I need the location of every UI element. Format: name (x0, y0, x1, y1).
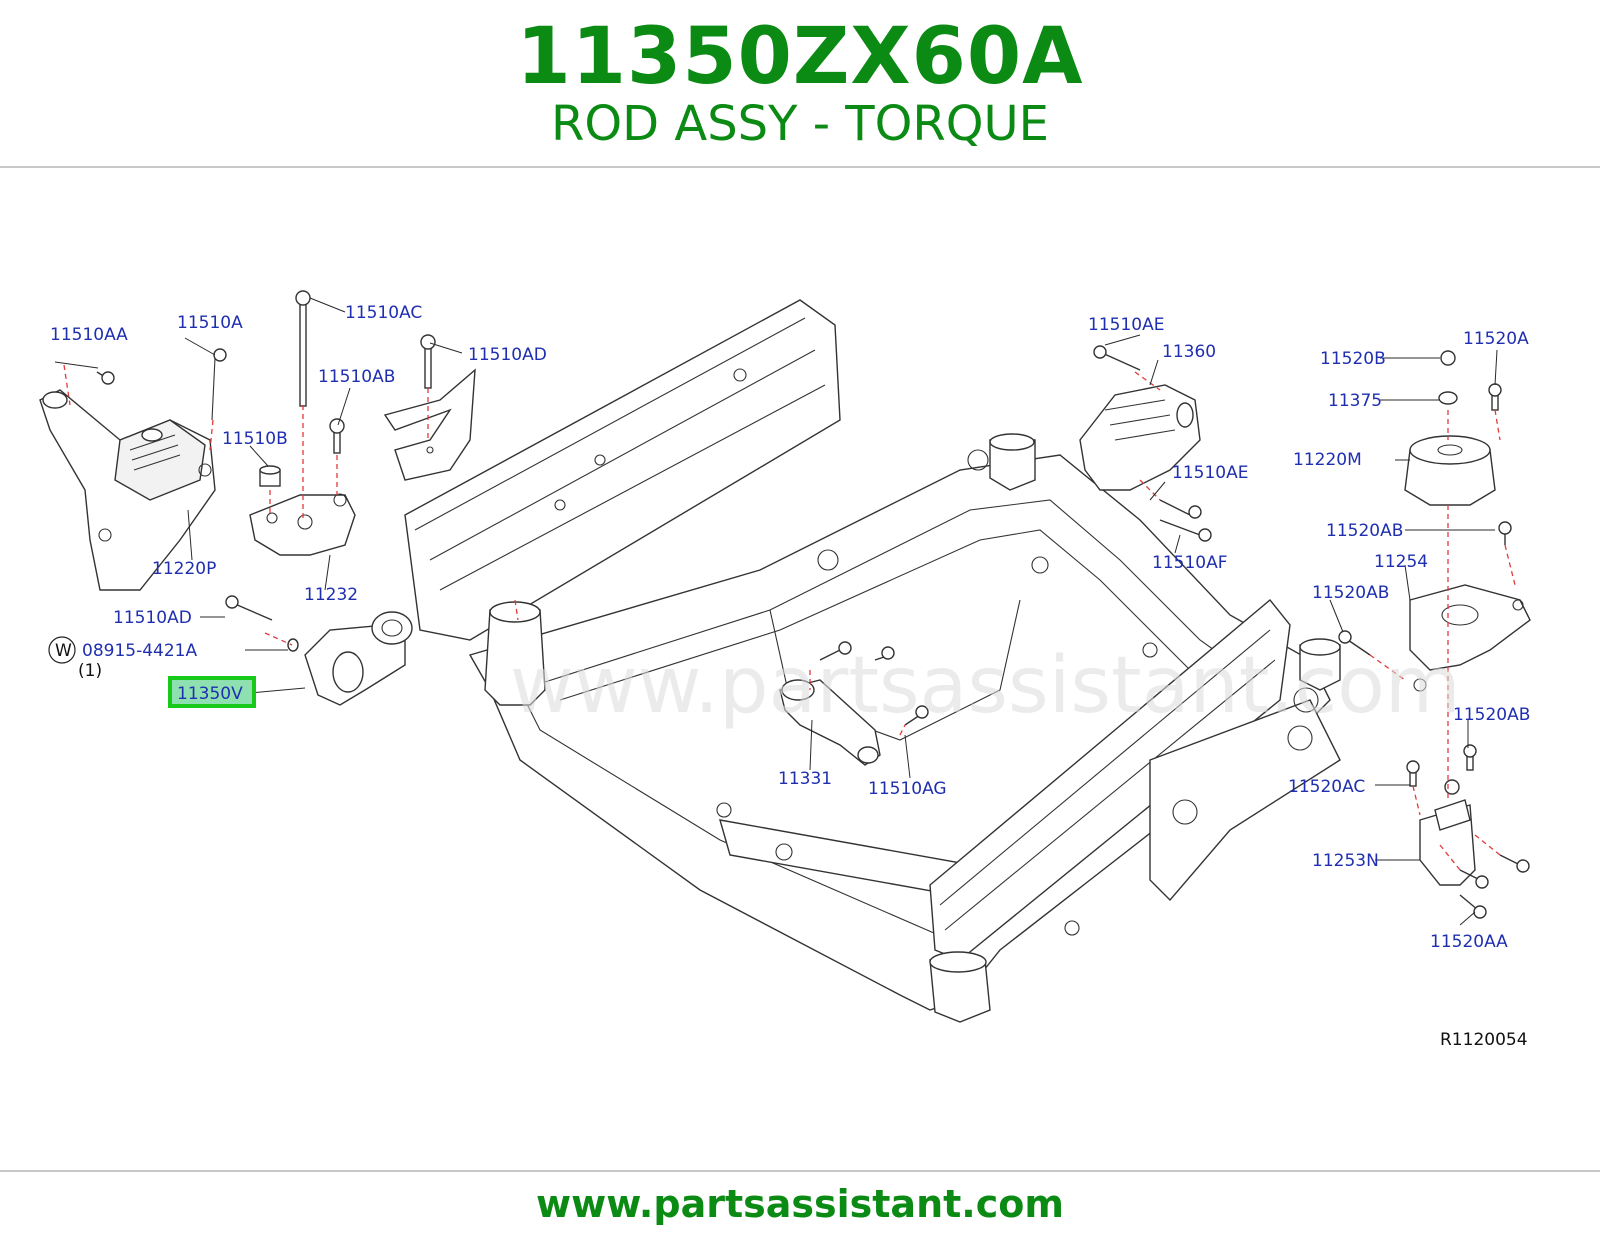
label-11254[interactable]: 11254 (1374, 552, 1428, 572)
label-11510ac[interactable]: 11510AC (345, 303, 422, 323)
label-08915-4421a[interactable]: 08915-4421A (82, 641, 197, 661)
label-11510af[interactable]: 11510AF (1152, 553, 1228, 573)
label-11253n[interactable]: 11253N (1312, 851, 1379, 871)
header-divider (0, 166, 1600, 168)
label-11510aa[interactable]: 11510AA (50, 325, 128, 345)
footer-divider (0, 1170, 1600, 1172)
bracket-11232 (249, 493, 356, 556)
label-11520ab-1[interactable]: 11520AB (1326, 521, 1403, 541)
label-11220p[interactable]: 11220P (152, 559, 216, 579)
label-11510ae-top[interactable]: 11510AE (1088, 315, 1164, 335)
w-symbol: W (55, 641, 72, 661)
bushing-11510b (259, 465, 281, 487)
mount-11360 (1079, 345, 1212, 542)
bracket-11253n (1406, 744, 1530, 919)
rear-torque-rod-11331 (779, 641, 929, 766)
bolts-left-cluster (96, 290, 436, 454)
alignment-dashed-lines (63, 364, 1516, 871)
label-11360[interactable]: 11360 (1162, 342, 1216, 362)
bracket-11254 (1338, 521, 1531, 692)
engine-mount-11220p (39, 389, 216, 591)
qty-note: (1) (78, 661, 102, 681)
heat-shield (383, 368, 476, 481)
label-11510b[interactable]: 11510B (222, 429, 288, 449)
label-11510ad-top[interactable]: 11510AD (468, 345, 547, 365)
label-11232[interactable]: 11232 (304, 585, 358, 605)
label-11220m[interactable]: 11220M (1293, 450, 1362, 470)
watermark-text: www.partsassistant.com (510, 641, 1461, 731)
label-11375[interactable]: 11375 (1328, 391, 1382, 411)
diagram-reference-code: R1120054 (1440, 1030, 1528, 1050)
label-11520b[interactable]: 11520B (1320, 349, 1386, 369)
label-11510ab[interactable]: 11510AB (318, 367, 395, 387)
label-11331[interactable]: 11331 (778, 769, 832, 789)
subframe-crossmember (404, 299, 1341, 1023)
label-11520a[interactable]: 11520A (1463, 329, 1529, 349)
part-name-subtitle: ROD ASSY - TORQUE (551, 96, 1049, 152)
label-11520ab-3[interactable]: 11520AB (1453, 705, 1530, 725)
label-11510ag[interactable]: 11510AG (868, 779, 947, 799)
label-11510ae-mid[interactable]: 11510AE (1172, 463, 1248, 483)
w-symbol-circle (48, 636, 76, 664)
highlighted-part-box[interactable] (168, 676, 256, 708)
footer-website-link[interactable]: www.partsassistant.com (536, 1182, 1064, 1226)
leader-lines (54, 297, 1498, 926)
label-11510a[interactable]: 11510A (177, 313, 243, 333)
label-11350v-highlighted[interactable]: 11350V (177, 684, 243, 704)
label-11520aa[interactable]: 11520AA (1430, 932, 1508, 952)
mount-11220m (1404, 350, 1502, 506)
torque-rod-11350v (225, 595, 413, 706)
part-labels: 11510AA 11510A 11510AC 11510AD 11510AB 1… (48, 303, 1530, 1050)
part-number-title: 11350ZX60A (516, 12, 1084, 102)
label-11510ad-left[interactable]: 11510AD (113, 608, 192, 628)
label-11520ab-2[interactable]: 11520AB (1312, 583, 1389, 603)
label-11520ac[interactable]: 11520AC (1288, 777, 1365, 797)
